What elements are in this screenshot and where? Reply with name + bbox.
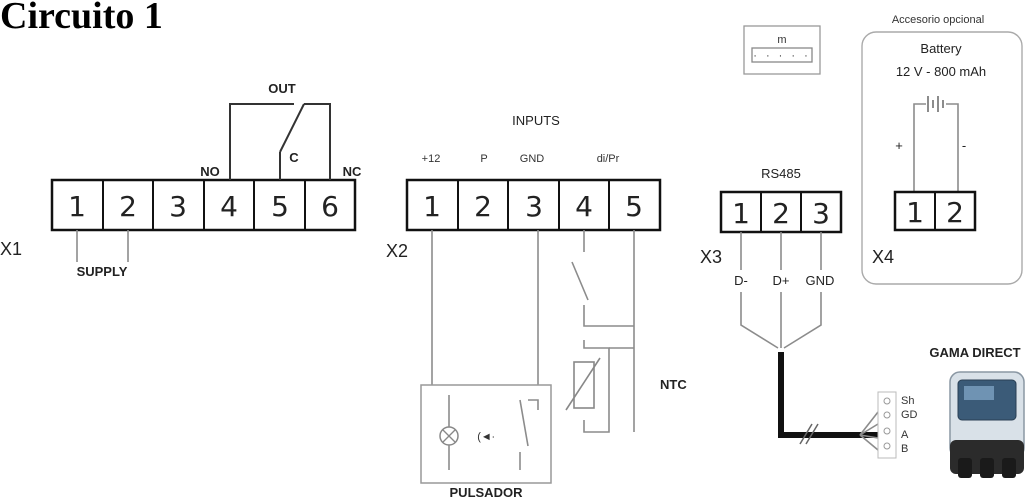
pin-label-d-minus: D-: [734, 273, 748, 288]
x3-frame: [719, 190, 843, 234]
relay-contact: [279, 103, 305, 153]
x1-terminal-6: 6: [321, 190, 339, 223]
connector-pins: · · · · ·: [753, 50, 811, 62]
supply-wiring: SUPPLY: [76, 230, 129, 279]
x1-label: X1: [0, 239, 22, 259]
connector-label: m: [777, 34, 786, 46]
diagram-title: Circuito 1: [0, 0, 163, 37]
pin-dot: [883, 442, 891, 450]
connector-icon: m · · · · ·: [743, 25, 821, 75]
fan-wire: [859, 434, 879, 439]
pin-dot: [883, 411, 891, 419]
pin-dot: [883, 397, 891, 405]
bell-icon: (◄∙: [477, 431, 495, 443]
x4-terminal-2: 2: [946, 196, 964, 229]
x3-terminal-2: 2: [772, 197, 790, 230]
push-wire: [528, 399, 539, 410]
battery-plus: +: [895, 138, 903, 153]
x2-frame: [405, 178, 662, 232]
battery-spec: 12 V - 800 mAh: [896, 64, 986, 79]
supply-label: SUPPLY: [77, 264, 128, 279]
x4-accessory: Accesorio opcional Battery 12 V - 800 mA…: [861, 14, 1023, 285]
x2-terminal-block: 1 2 3 4 5 X2 INPUTS +12 P GND di/Pr: [386, 113, 662, 261]
switch-return: [583, 305, 634, 327]
x1-terminal-2: 2: [119, 190, 137, 223]
ntc-label: NTC: [660, 377, 687, 392]
out-label: OUT: [268, 81, 296, 96]
connector-slot: [751, 47, 813, 63]
x1-relay-wiring: OUT NO C NC: [200, 81, 362, 180]
pin-label-di-pr: di/Pr: [597, 153, 620, 165]
x2-terminal-5: 5: [625, 190, 643, 223]
x1-terminal-block: 1 2 3 4 5 6 X1: [0, 178, 357, 259]
device-gland: [1002, 458, 1016, 478]
pin-label-d-plus: D+: [773, 273, 790, 288]
gama-direct-device: GAMA DIRECT Sh GD A B: [877, 345, 1025, 478]
bus-cable: [778, 352, 880, 438]
pin-label-gnd: GND: [520, 153, 545, 165]
device-gland: [958, 458, 972, 478]
x2-terminal-3: 3: [525, 190, 543, 223]
cable-break-mark: [805, 423, 819, 445]
gama-pin-a: A: [901, 429, 909, 441]
gama-pin-sh: Sh: [901, 395, 914, 407]
x3-label: X3: [700, 247, 722, 267]
rs485-header: RS485: [761, 166, 801, 181]
x3-terminal-1: 1: [732, 197, 750, 230]
ntc-diagonal: [565, 357, 601, 411]
cable-d-minus: [740, 292, 779, 349]
lamp-icon-cross: [442, 429, 456, 443]
x2-label: X2: [386, 241, 408, 261]
x2-terminal-2: 2: [474, 190, 492, 223]
ntc-wire: [583, 340, 610, 433]
pin-dot: [883, 427, 891, 435]
pin-label-gnd-rs485: GND: [806, 273, 835, 288]
battery-wire-plus: [913, 103, 926, 192]
x1-terminal-4: 4: [220, 190, 238, 223]
x2-terminal-1: 1: [423, 190, 441, 223]
battery-wire-minus: [946, 103, 959, 192]
no-wire: [229, 103, 294, 180]
x3-terminal-block: 1 2 3 RS485 X3 D- D+ GND: [700, 166, 880, 451]
gama-pin-b: B: [901, 443, 908, 455]
c-label: C: [289, 150, 299, 165]
x2-terminal-4: 4: [575, 190, 593, 223]
no-label: NO: [200, 164, 220, 179]
x1-terminal-1: 1: [68, 190, 86, 223]
pin-label-p: P: [480, 153, 487, 165]
pulsador-label: PULSADOR: [450, 485, 524, 500]
switch-contact: [571, 261, 589, 301]
accessory-label: Accesorio opcional: [892, 14, 984, 26]
x4-label: X4: [872, 247, 894, 267]
battery-minus: -: [962, 138, 966, 153]
cable-gnd: [783, 292, 822, 349]
cable-break-mark: [799, 423, 813, 445]
x2-input-wiring: NTC (◄∙ PULSADOR: [420, 230, 687, 500]
device-screen: [964, 386, 994, 400]
ntc-resistor: [573, 361, 595, 409]
pin-label-12v: +12: [422, 153, 441, 165]
device-gland: [980, 458, 994, 478]
x1-terminal-5: 5: [271, 190, 289, 223]
inputs-header: INPUTS: [512, 113, 560, 128]
x3-terminal-3: 3: [812, 197, 830, 230]
x1-terminal-3: 3: [169, 190, 187, 223]
battery-label: Battery: [920, 41, 962, 56]
gama-pin-gd: GD: [901, 409, 918, 421]
fan-wire: [859, 434, 879, 451]
push-contact: [519, 399, 529, 447]
x4-terminal-1: 1: [906, 196, 924, 229]
fan-wire: [859, 423, 879, 436]
gama-direct-label: GAMA DIRECT: [929, 345, 1020, 360]
fan-wire: [859, 411, 879, 436]
nc-label: NC: [343, 164, 362, 179]
gama-pin-strip: [877, 391, 897, 459]
nc-wire: [304, 103, 331, 180]
